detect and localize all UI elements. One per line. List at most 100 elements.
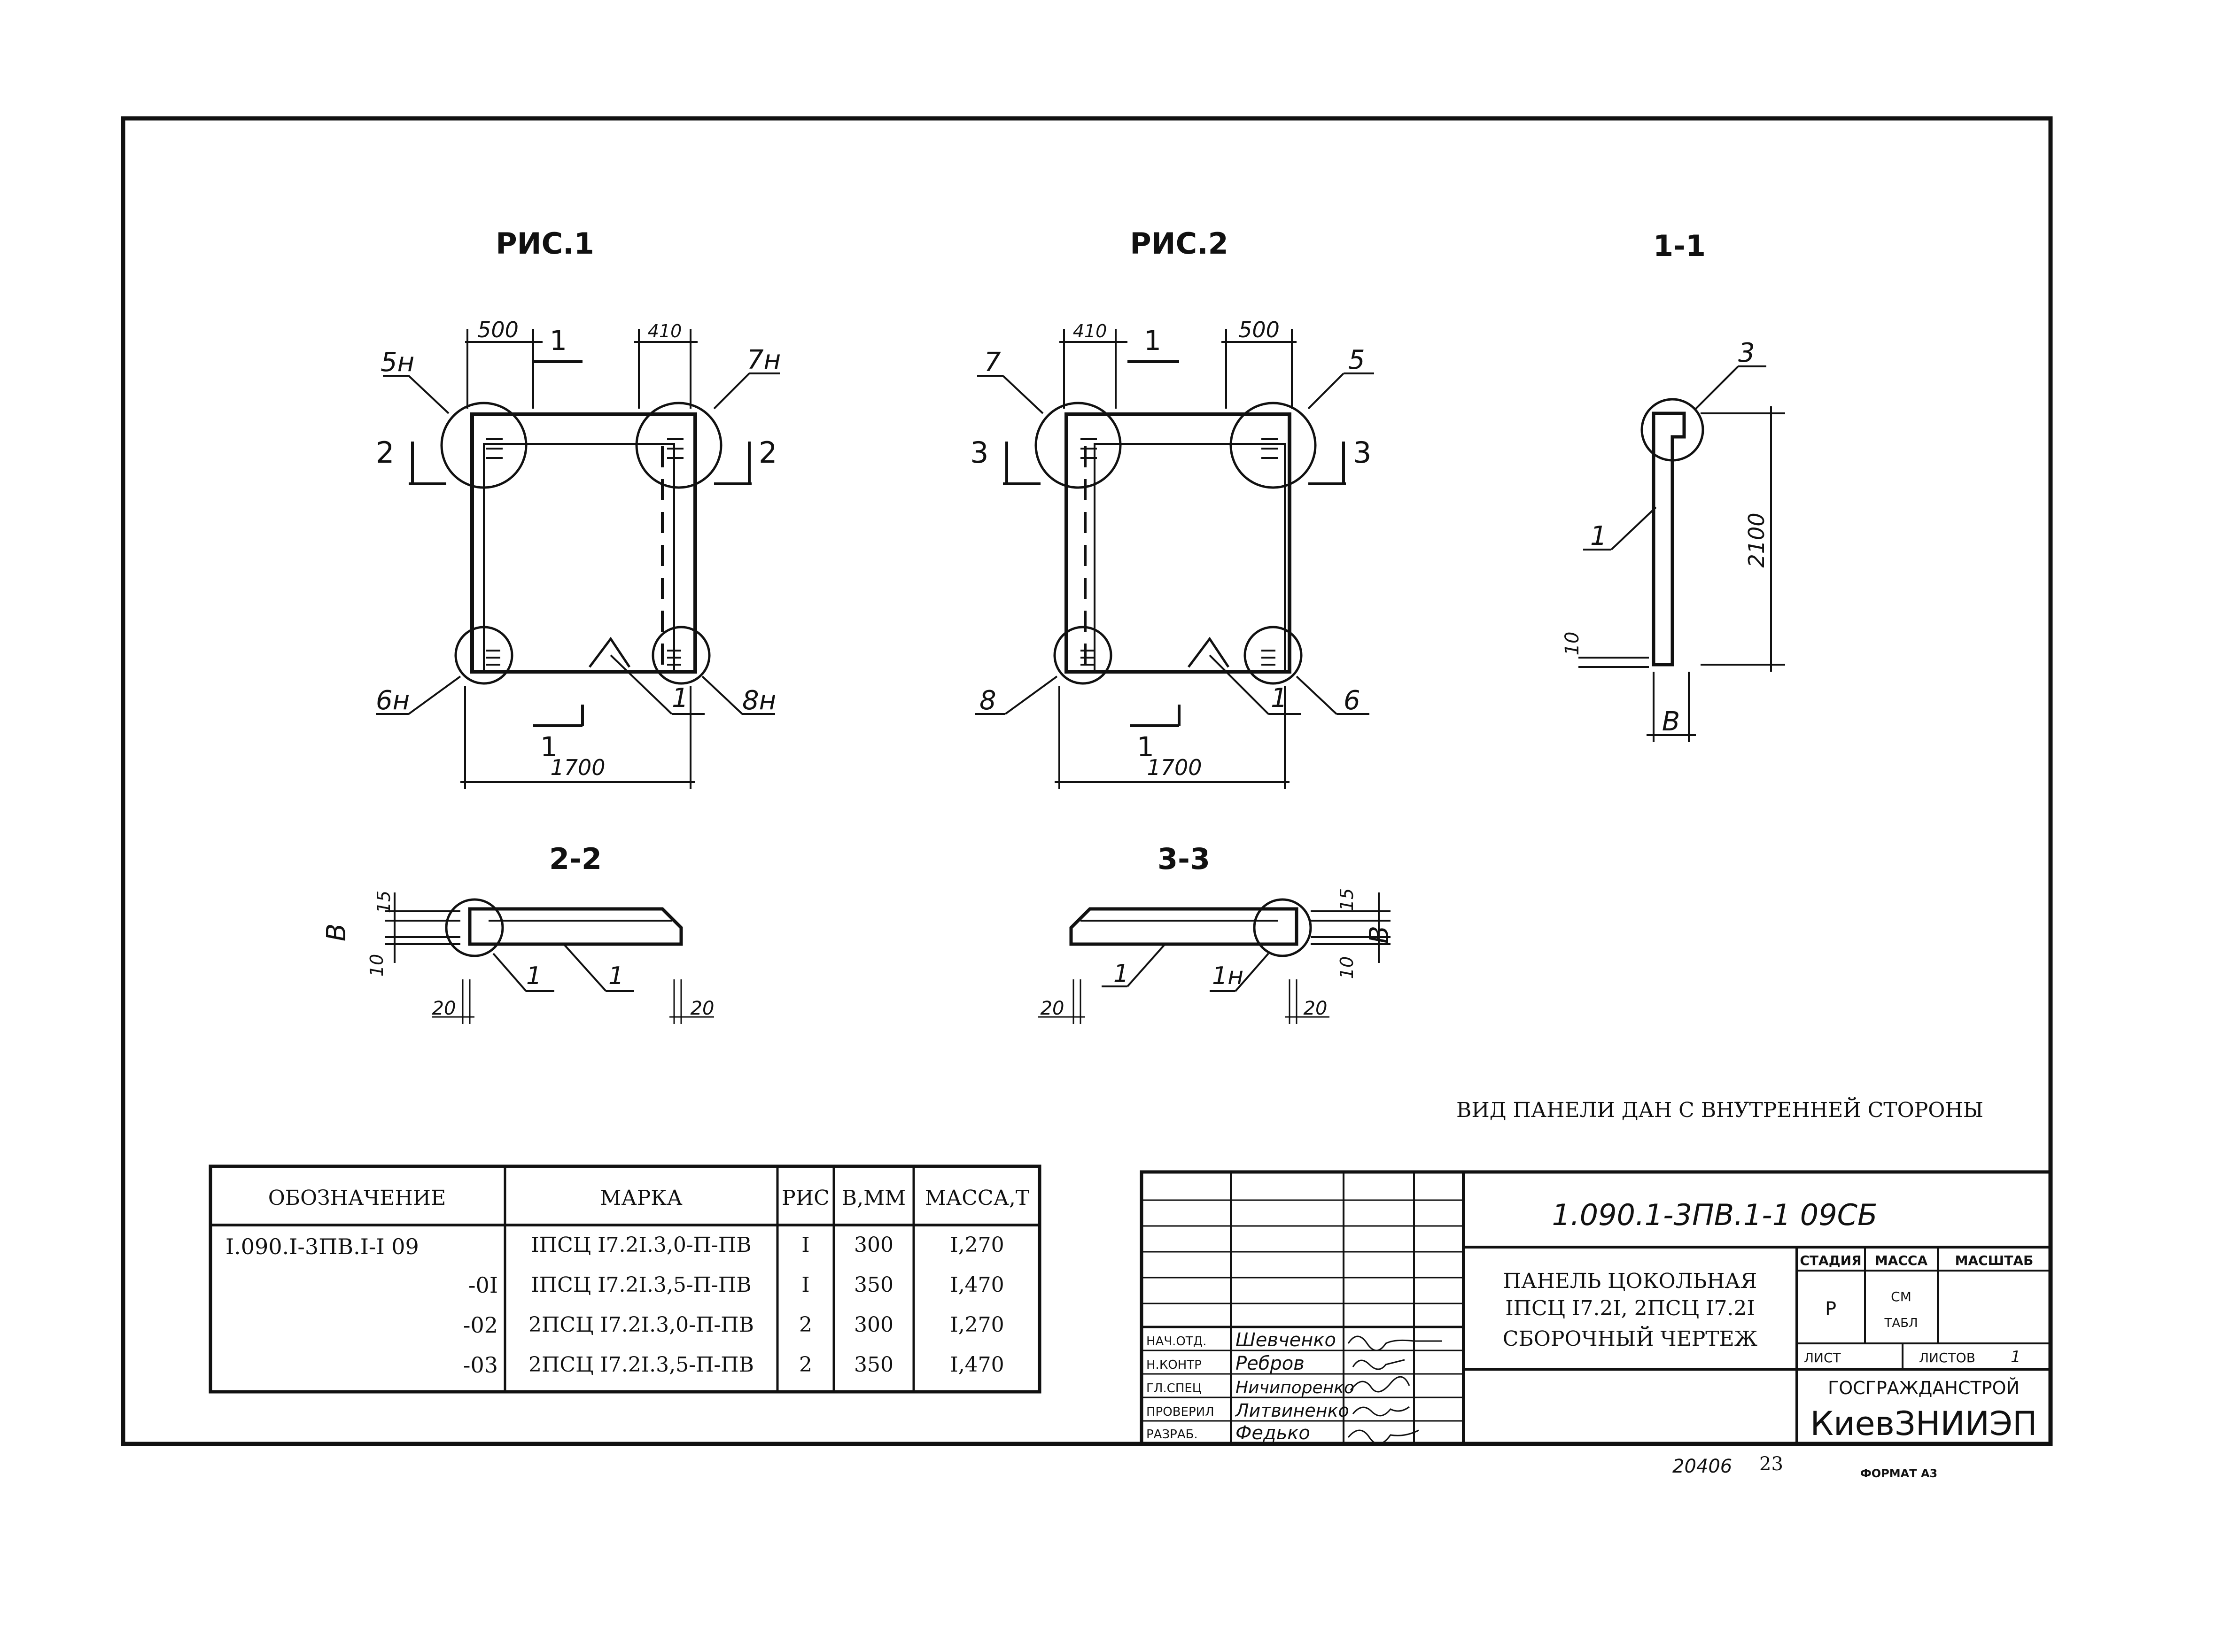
figure-1-node-br [652, 626, 711, 685]
spec-table: ОБОЗНАЧЕНИЕ МАРКА РИС В,ММ МАССА,Т I.090… [209, 1164, 1041, 1394]
drawing-frame [121, 116, 2053, 1446]
section-3-3-title: 3-3 [1158, 842, 1210, 876]
section-2-2: 2-2 15 В 10 1 1 20 20 [321, 842, 714, 1024]
role-0-name: Шевченко [1235, 1329, 1336, 1351]
sheet-label: ЛИСТ [1804, 1350, 1841, 1365]
figure-1-item-label: 1 [672, 683, 689, 714]
spec-row-0-designation: I.090.I-3ПВ.I-I 09 [225, 1234, 419, 1259]
role-3-label: ПРОВЕРИЛ [1146, 1405, 1214, 1419]
section-2-2-title: 2-2 [549, 842, 602, 876]
figure-2-title: РИС.2 [1130, 226, 1228, 261]
figure-2-panel-inner [1094, 443, 1286, 673]
role-2-name: Ничипоренко [1235, 1378, 1354, 1397]
spec-header-mark: МАРКА [600, 1186, 682, 1210]
figure-1-label-tl: 5н [381, 347, 414, 378]
figure-1-section-left: 2 [376, 435, 394, 470]
section-2-2-dim-bottom: 10 [366, 954, 387, 977]
role-4-label: РАЗРАБ. [1146, 1427, 1198, 1442]
section-3-3-dim-left: 20 [1041, 998, 1064, 1019]
org-ministry: ГОСГРАЖДАНСТРОЙ [1828, 1378, 2020, 1398]
spec-header-mass: МАССА,Т [925, 1186, 1029, 1210]
figure-1-node-tr [635, 402, 723, 489]
signature-3 [1352, 1406, 1410, 1417]
spec-row-3-fig: 2 [799, 1353, 812, 1377]
figure-2: РИС.2 1 410 500 1 1 3 3 1700 [970, 226, 1374, 789]
figure-2-dim-right-top: 500 [1238, 317, 1280, 342]
section-2-2-dim-left: 20 [432, 998, 456, 1019]
spec-row-0-fig: I [801, 1233, 809, 1257]
section-1-1: 1-1 3 1 2100 10 В [1562, 229, 1785, 742]
section-3-3-dim-top: 15 [1336, 888, 1357, 911]
figure-2-dim-bottom: 1700 [1147, 755, 1202, 780]
figure-1-dim-bottom: 1700 [550, 755, 605, 780]
signature-1 [1352, 1359, 1405, 1370]
org-institute: КиевЗНИИЭП [1810, 1404, 2037, 1443]
spec-row-0-mass: I,270 [950, 1233, 1004, 1257]
figure-1: РИС.1 1 500 410 1 1 2 [376, 226, 781, 789]
panel-view-note: ВИД ПАНЕЛИ ДАН С ВНУТРЕННЕЙ СТОРОНЫ [1456, 1097, 1983, 1122]
figure-1-section-top: 1 [550, 325, 567, 357]
figure-1-title: РИС.1 [496, 226, 594, 261]
spec-row-3-designation: -03 [463, 1352, 498, 1378]
role-0-label: НАЧ.ОТД. [1146, 1334, 1206, 1349]
figure-2-node-bl [1053, 626, 1112, 685]
figure-2-label-tl: 7 [984, 347, 1001, 378]
figure-2-section-top: 1 [1144, 325, 1161, 357]
spec-row-2-designation: -02 [463, 1312, 498, 1338]
section-1-1-title: 1-1 [1653, 229, 1706, 263]
figure-1-node-bl [454, 626, 513, 685]
sheets-label: ЛИСТОВ [1919, 1350, 1975, 1365]
drawing-name-line-3: СБОРОЧНЫЙ ЧЕРТЕЖ [1503, 1326, 1757, 1351]
section-1-1-dim-width: В [1662, 706, 1680, 737]
spec-row-1-b: 350 [854, 1273, 893, 1297]
section-3-3-label-item-b: 1н [1212, 962, 1243, 990]
mass-value-2: ТАБЛ [1884, 1316, 1918, 1330]
mass-header: МАССА [1875, 1253, 1928, 1268]
signature-0 [1347, 1335, 1442, 1351]
spec-row-1-mass: I,470 [950, 1273, 1004, 1297]
sheets-value: 1 [2011, 1348, 2021, 1366]
section-3-3-dim-bottom: 10 [1336, 956, 1357, 979]
spec-header-designation: ОБОЗНАЧЕНИЕ [268, 1186, 446, 1210]
signature-2 [1350, 1376, 1410, 1393]
section-3-3-dim-right: 20 [1304, 998, 1328, 1019]
stage-value: Р [1825, 1298, 1836, 1320]
footer-format: ФОРМАТ А3 [1860, 1467, 1937, 1480]
spec-row-2-fig: 2 [799, 1313, 812, 1337]
role-1-name: Ребров [1235, 1353, 1305, 1374]
spec-row-3-mass: I,470 [950, 1353, 1004, 1377]
role-2-label: ГЛ.СПЕЦ [1146, 1381, 1202, 1396]
spec-row-0-mark: IПСЦ I7.2I.3,0-П-ПВ [531, 1233, 751, 1257]
role-3-name: Литвиненко [1235, 1400, 1349, 1421]
figure-2-node-br [1243, 626, 1303, 685]
scale-header: МАСШТАБ [1955, 1253, 2034, 1268]
section-1-1-dim-height: 2100 [1744, 512, 1769, 567]
figure-1-dim-right-top: 410 [648, 321, 682, 341]
section-3-3: 3-3 15 В 10 1 1н 20 20 [1038, 842, 1395, 1024]
figure-2-section-left: 3 [970, 435, 988, 470]
spec-row-3-b: 350 [854, 1353, 893, 1377]
section-3-3-label-item-a: 1 [1113, 960, 1129, 988]
spec-row-2-b: 300 [854, 1313, 893, 1337]
figure-2-label-tr: 5 [1348, 345, 1365, 375]
figure-2-node-tl [1034, 402, 1122, 489]
drawing-code: 1.090.1-3ПВ.1-1 09СБ [1552, 1198, 1877, 1232]
figure-1-panel-inner [483, 443, 675, 673]
section-2-2-dim-mid: В [321, 923, 352, 941]
section-1-1-label-item: 1 [1590, 521, 1607, 551]
spec-header-fig: РИС [782, 1186, 830, 1210]
figure-2-label-bl: 8 [979, 685, 996, 716]
spec-row-2-mass: I,270 [950, 1313, 1004, 1337]
spec-row-3-mark: 2ПСЦ I7.2I.3,5-П-ПВ [528, 1353, 754, 1377]
figure-2-section-bottom: 1 [1137, 731, 1154, 763]
spec-row-1-fig: I [801, 1273, 809, 1297]
section-1-1-dim-bottom: 10 [1562, 632, 1583, 656]
spec-row-1-mark: IПСЦ I7.2I.3,5-П-ПВ [531, 1273, 751, 1297]
spec-row-1-designation: -0I [468, 1272, 498, 1298]
section-2-2-dim-top: 15 [373, 891, 394, 913]
figure-2-label-br: 6 [1344, 685, 1360, 716]
figure-1-label-bl: 6н [376, 685, 410, 716]
spec-header-b: В,ММ [842, 1186, 906, 1210]
section-2-2-label-item-a: 1 [526, 962, 542, 990]
